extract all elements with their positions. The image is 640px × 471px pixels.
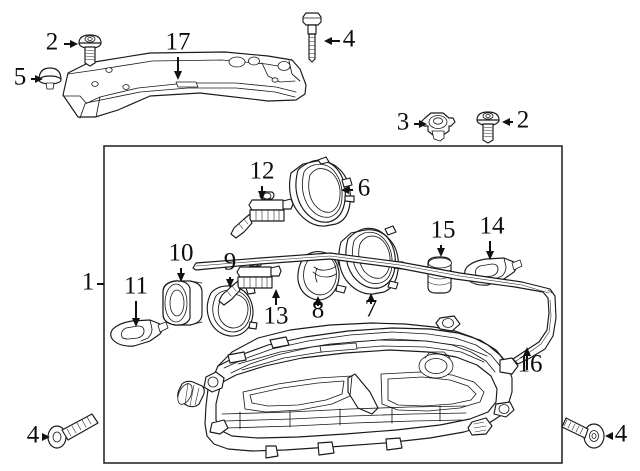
- callout-label-2-top: 2: [46, 29, 59, 56]
- callout-label-4-top: 4: [343, 26, 356, 53]
- callout-label-8: 8: [312, 297, 325, 324]
- cap-large-upper: [288, 156, 355, 227]
- callout-label-17: 17: [166, 29, 191, 56]
- bolt-flanged-small-top: [78, 34, 102, 67]
- callout-leader-5: [31, 75, 43, 83]
- callout-label-12: 12: [250, 158, 275, 185]
- callout-label-2-right: 2: [517, 107, 530, 134]
- plug-cap: [38, 67, 62, 90]
- callout-leader-14: [486, 241, 494, 260]
- callout-leader-8: [314, 296, 322, 306]
- bulb-h7-upper: [230, 191, 294, 239]
- callout-leader-4b: [42, 433, 50, 441]
- callout-label-4-bottom-left: 4: [27, 422, 40, 449]
- nut-clip: [420, 112, 456, 142]
- callout-leader-16: [523, 347, 531, 370]
- callout-leader-2a: [64, 40, 78, 48]
- callout-label-15: 15: [431, 217, 456, 244]
- callout-leader-17: [174, 57, 182, 80]
- bracket-upper: [62, 51, 307, 119]
- callout-label-7: 7: [365, 296, 378, 323]
- callout-leader-11: [132, 301, 140, 327]
- socket-cylinder: [162, 280, 203, 326]
- headlamp-housing: [203, 315, 519, 459]
- grommet-secondary: [177, 380, 205, 408]
- callout-leader-2b: [502, 118, 513, 126]
- callout-label-4-bottom-right: 4: [615, 421, 628, 448]
- callout-label-10: 10: [169, 240, 194, 267]
- callout-leader-4c: [605, 432, 613, 440]
- callout-leader-3: [414, 120, 427, 128]
- callout-label-16: 16: [518, 351, 543, 378]
- callout-leader-12: [258, 186, 266, 200]
- callout-leader-4a: [324, 37, 340, 45]
- callout-label-6: 6: [358, 175, 371, 202]
- callout-label-13: 13: [264, 303, 289, 330]
- bolt-flanged-small-right: [476, 111, 500, 144]
- bolt-bottom-right: [561, 417, 605, 449]
- callout-leader-13: [272, 289, 280, 305]
- callout-leader-15: [437, 245, 445, 257]
- callout-label-14: 14: [480, 213, 506, 240]
- bolt-bottom-left: [47, 413, 99, 449]
- callout-label-5: 5: [14, 64, 27, 91]
- callout-label-1: 1: [82, 269, 95, 296]
- callout-label-11: 11: [124, 273, 148, 300]
- bolt-long-hex-top: [302, 12, 322, 63]
- callout-label-9: 9: [224, 249, 237, 276]
- callout-leader-10: [177, 268, 185, 282]
- callout-leader-6: [341, 186, 353, 194]
- callout-leader-9: [226, 277, 234, 288]
- callout-label-3: 3: [397, 109, 410, 136]
- bulb-wedge-left: [110, 319, 169, 347]
- callout-leader-7: [367, 293, 375, 304]
